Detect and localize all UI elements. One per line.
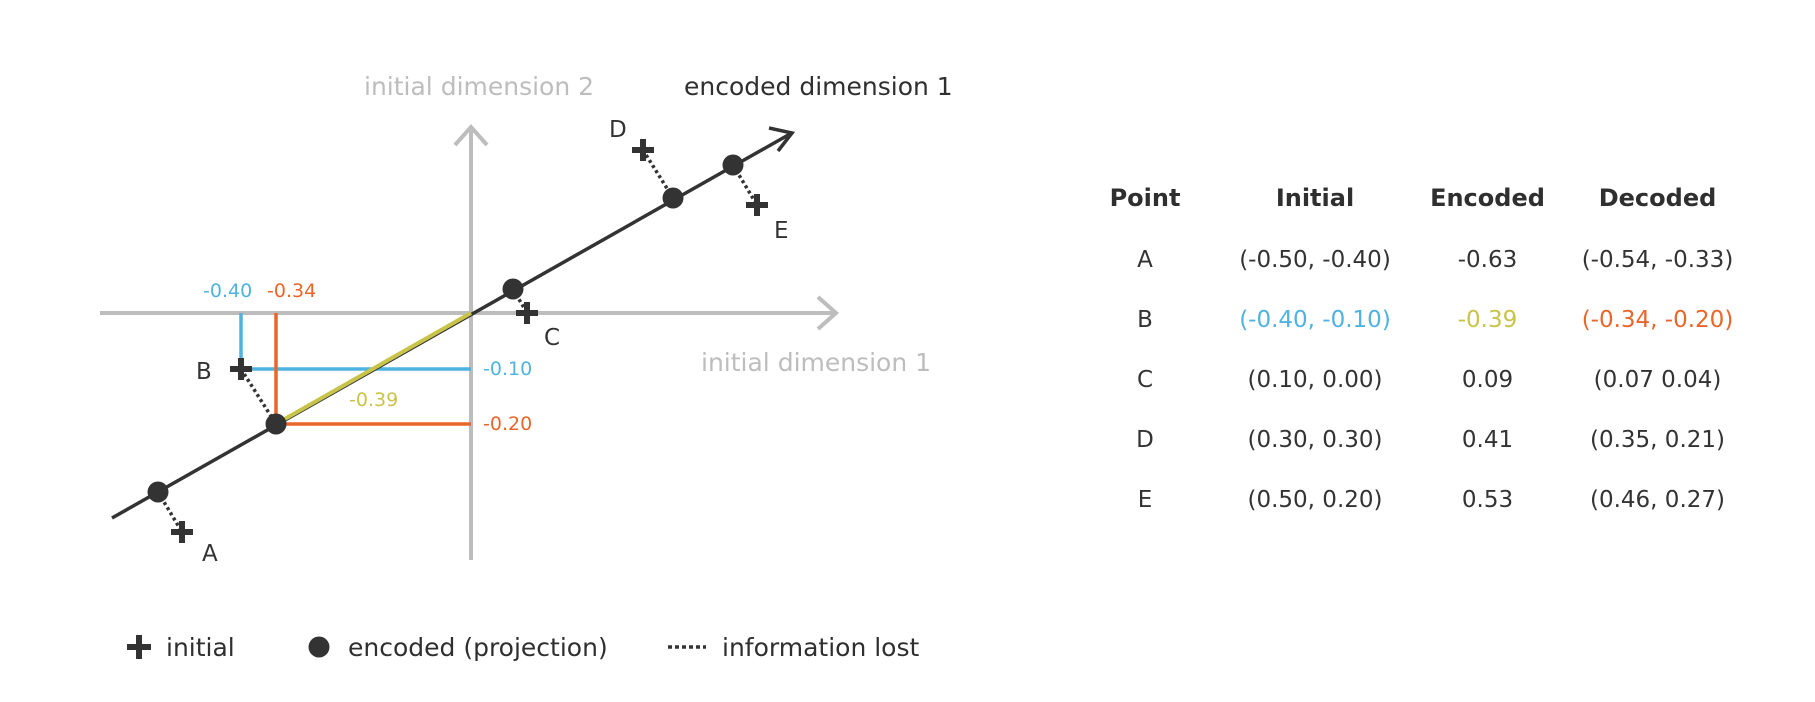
row-c-point: C	[1136, 367, 1154, 393]
b-x-initial-value: -0.40	[203, 280, 252, 302]
row-a-initial: (-0.50, -0.40)	[1239, 247, 1391, 273]
a-encoded-point	[147, 481, 169, 503]
c-initial-plus-icon	[516, 302, 538, 324]
point-label-a: A	[202, 541, 218, 567]
row-b-initial: (-0.40, -0.10)	[1239, 307, 1391, 333]
y-axis-arrow	[453, 123, 489, 147]
b-encoded-segment	[275, 311, 472, 426]
header-initial: Initial	[1275, 184, 1355, 212]
row-e-initial: (0.50, 0.20)	[1247, 487, 1383, 513]
header-decoded: Decoded	[1598, 184, 1717, 212]
e-encoded-point	[722, 154, 744, 176]
row-e-point: E	[1137, 487, 1153, 513]
b-encoded-value: -0.39	[349, 389, 398, 411]
row-a-encoded: -0.63	[1457, 247, 1518, 273]
x-axis-arrow	[816, 295, 840, 331]
d-encoded-point	[662, 187, 684, 209]
b-encoded-point	[265, 413, 287, 435]
row-d-encoded: 0.41	[1461, 427, 1514, 453]
row-b-point: B	[1137, 307, 1153, 333]
point-label-e: E	[774, 218, 789, 244]
legend-lost-label: information lost	[722, 633, 920, 662]
point-label-c: C	[544, 325, 560, 351]
c-encoded-point	[502, 278, 524, 300]
c-lost-line	[511, 288, 529, 314]
header-encoded: Encoded	[1430, 184, 1545, 212]
row-e-encoded: 0.53	[1461, 487, 1514, 513]
encoded-dimension-1-label: encoded dimension 1	[684, 72, 953, 101]
values-table: Point Initial Encoded Decoded A (-0.50, …	[1085, 170, 1765, 530]
legend-encoded-dot-icon	[308, 636, 330, 658]
legend-initial-plus-icon	[127, 635, 151, 659]
point-label-d: D	[609, 117, 627, 143]
row-e-decoded: (0.46, 0.27)	[1590, 487, 1725, 513]
row-a-decoded: (-0.54, -0.33)	[1581, 247, 1734, 273]
row-d-initial: (0.30, 0.30)	[1247, 427, 1383, 453]
b-y-decoded-value: -0.20	[483, 413, 532, 435]
legend-initial-label: initial	[166, 633, 235, 662]
d-initial-plus-icon	[632, 139, 654, 161]
b-y-initial-value: -0.10	[483, 358, 532, 380]
initial-dimension-1-label: initial dimension 1	[701, 348, 931, 377]
point-label-b: B	[196, 359, 212, 385]
row-d-decoded: (0.35, 0.21)	[1590, 427, 1725, 453]
row-b-decoded: (-0.34, -0.20)	[1581, 307, 1734, 333]
row-d-point: D	[1136, 427, 1154, 453]
b-initial-plus-icon	[230, 358, 252, 380]
a-initial-plus-icon	[171, 521, 193, 543]
row-c-initial: (0.10, 0.00)	[1247, 367, 1383, 393]
row-b-encoded: -0.39	[1457, 307, 1518, 333]
b-x-decoded-value: -0.34	[267, 280, 316, 302]
row-c-encoded: 0.09	[1461, 367, 1514, 393]
row-a-point: A	[1137, 247, 1153, 273]
encoded-axis-arrow	[768, 126, 796, 153]
header-point: Point	[1109, 184, 1181, 212]
legend-encoded-label: encoded (projection)	[348, 633, 608, 662]
b-lost-line	[239, 368, 278, 425]
row-c-decoded: (0.07 0.04)	[1593, 367, 1722, 393]
projection-diagram: A B C D E -0.40 -0.34 -0.10 -0.20 -0.39 …	[100, 72, 953, 662]
initial-dimension-2-label: initial dimension 2	[364, 72, 594, 101]
e-initial-plus-icon	[746, 194, 768, 216]
